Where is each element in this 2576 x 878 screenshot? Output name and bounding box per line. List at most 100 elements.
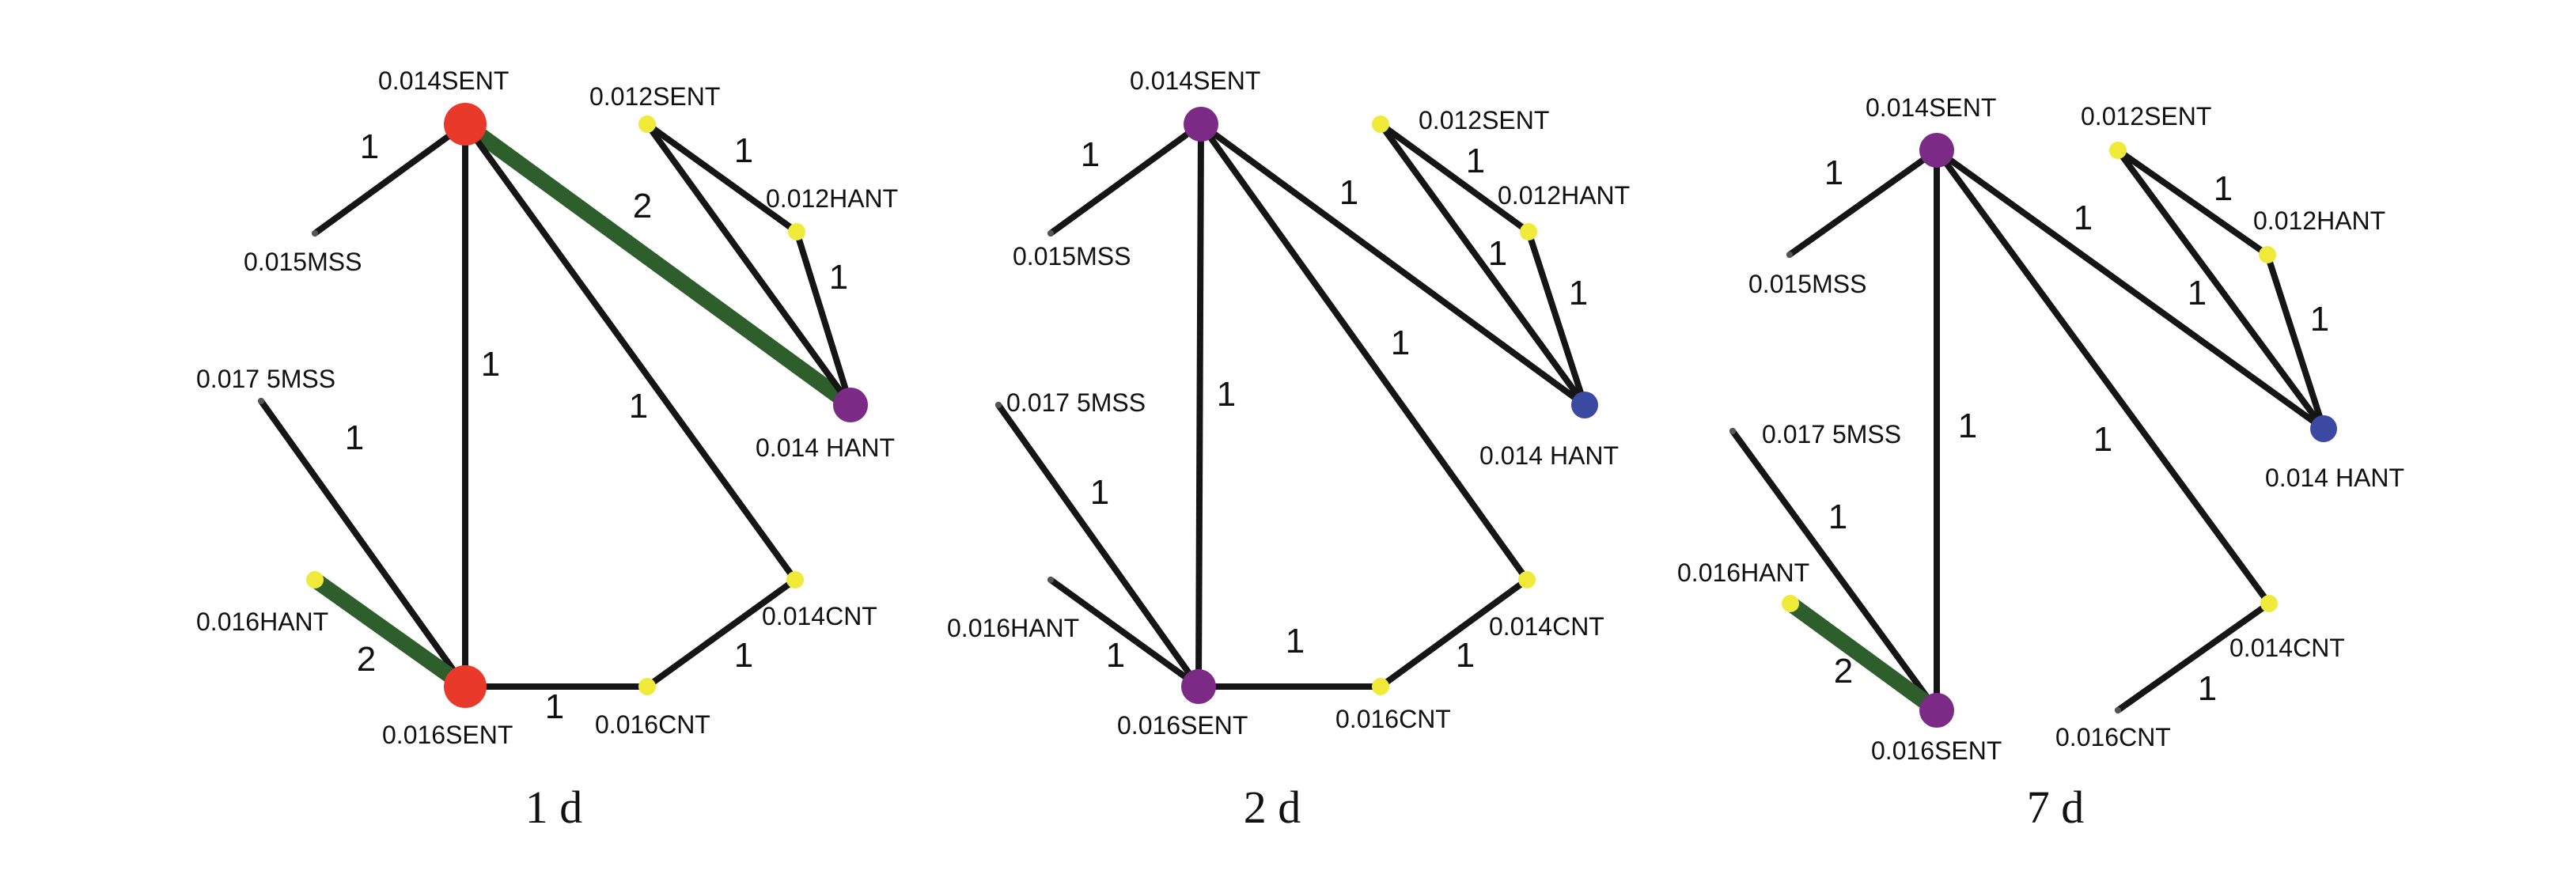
edge-HANT016-SENT016 bbox=[307, 572, 473, 694]
edge-HANT016-SENT016 bbox=[1047, 577, 1202, 690]
edge-SENT014-MSS015 bbox=[1047, 121, 1204, 237]
edge-weight-label: 1 bbox=[545, 687, 564, 726]
edge-weight-label: 1 bbox=[1106, 636, 1125, 675]
edge-weight-label: 1 bbox=[1456, 636, 1475, 675]
node-label-HANT014: 0.014 HANT bbox=[756, 433, 895, 462]
nodes bbox=[995, 107, 1598, 704]
edge-HANT016-SENT016 bbox=[1782, 596, 1945, 718]
node-CNT014 bbox=[786, 571, 804, 588]
node-SENT014 bbox=[444, 103, 487, 146]
edge-weight-label: 1 bbox=[2214, 169, 2233, 208]
panel-title: 7 d bbox=[2027, 781, 2085, 833]
edge-weight-label: 1 bbox=[481, 345, 500, 384]
node-HANT014 bbox=[833, 388, 868, 422]
edge-weight-label: 1 bbox=[1391, 324, 1410, 362]
node-HANT016 bbox=[306, 571, 324, 588]
node-SENT016 bbox=[1919, 693, 1954, 728]
edge-weight-label: 1 bbox=[2188, 274, 2207, 312]
node-label-SENT014: 0.014SENT bbox=[378, 66, 509, 95]
edge-HANT012-HANT014 bbox=[2264, 252, 2327, 432]
edge-weight-label: 1 bbox=[2074, 199, 2093, 237]
node-MSS015 bbox=[1047, 230, 1054, 237]
edge-weight-label: 2 bbox=[633, 187, 652, 225]
node-label-HANT012: 0.012HANT bbox=[766, 184, 898, 213]
node-MSS015 bbox=[312, 230, 318, 237]
node-label-SENT016: 0.016SENT bbox=[382, 721, 513, 749]
nodes bbox=[1729, 133, 2337, 728]
node-HANT014 bbox=[2310, 415, 2337, 442]
edge-weight-label: 1 bbox=[829, 258, 848, 297]
edge-weight-label: 1 bbox=[1828, 498, 1847, 536]
edge-SENT012-HANT012 bbox=[1377, 121, 1532, 235]
edge-weight-label: 1 bbox=[2198, 669, 2217, 708]
node-label-CNT016: 0.016CNT bbox=[2055, 723, 2171, 751]
node-label-HANT012: 0.012HANT bbox=[1498, 181, 1630, 210]
edge-SENT014-CNT014 bbox=[462, 121, 798, 583]
node-label-SENT012: 0.012SENT bbox=[2081, 102, 2211, 131]
node-SENT012 bbox=[2109, 142, 2127, 159]
edge-weight-label: 1 bbox=[1090, 473, 1109, 512]
node-label-CNT014: 0.014CNT bbox=[2229, 634, 2345, 662]
edge-weight-label: 1 bbox=[1217, 375, 1236, 414]
edge-HANT012-HANT014 bbox=[794, 229, 854, 408]
edge-SENT012-HANT014 bbox=[644, 121, 854, 408]
edge-weight-label: 1 bbox=[345, 418, 364, 457]
edge-weight-label: 1 bbox=[1466, 142, 1485, 180]
panel-1d: 12111112110.014SENT0.012SENT0.012HANT0.0… bbox=[196, 66, 898, 833]
node-SENT012 bbox=[638, 115, 656, 133]
node-label-HANT012: 0.012HANT bbox=[2253, 206, 2385, 235]
edges bbox=[995, 121, 1588, 690]
edge-weight-label: 1 bbox=[629, 387, 648, 426]
edge-SENT014-CNT014 bbox=[1934, 147, 2272, 607]
node-CNT016 bbox=[2115, 707, 2121, 713]
node-SENT014 bbox=[1184, 107, 1218, 142]
edge-CNT016-CNT014 bbox=[1377, 577, 1530, 690]
edge-weight-label: 1 bbox=[1081, 135, 1100, 174]
edge-weight-label: 2 bbox=[357, 640, 376, 679]
edge-SENT014-HANT014 bbox=[1198, 121, 1588, 408]
node-SENT014 bbox=[1919, 133, 1954, 168]
edge-HANT012-HANT014 bbox=[1525, 229, 1588, 408]
node-label-CNT014: 0.014CNT bbox=[762, 602, 877, 630]
node-HANT016 bbox=[1782, 595, 1799, 612]
nodes bbox=[258, 103, 868, 708]
node-label-HANT014: 0.014 HANT bbox=[1479, 441, 1619, 470]
edge-weight-label: 1 bbox=[1569, 274, 1588, 312]
node-SENT012 bbox=[1372, 115, 1389, 133]
node-label-MSS0175: 0.017 5MSS bbox=[1006, 388, 1146, 417]
edge-MSS0175-SENT016 bbox=[1729, 428, 1940, 713]
node-MSS0175 bbox=[1729, 428, 1736, 434]
node-label-SENT016: 0.016SENT bbox=[1871, 736, 2002, 765]
edge-weight-label: 1 bbox=[1286, 622, 1305, 660]
node-label-MSS0175: 0.017 5MSS bbox=[196, 365, 335, 393]
node-label-SENT012: 0.012SENT bbox=[589, 82, 720, 111]
edge-SENT014-MSS015 bbox=[1786, 147, 1940, 258]
node-label-SENT014: 0.014SENT bbox=[1130, 66, 1260, 95]
node-label-CNT016: 0.016CNT bbox=[595, 710, 710, 739]
edge-weight-label: 1 bbox=[1958, 407, 1977, 445]
edge-weight-label: 1 bbox=[2093, 420, 2112, 459]
node-label-HANT016: 0.016HANT bbox=[1677, 558, 1809, 587]
node-HANT012 bbox=[788, 223, 805, 240]
edge-SENT014-SENT016 bbox=[1195, 121, 1204, 690]
node-label-MSS015: 0.015MSS bbox=[1748, 270, 1866, 298]
node-label-MSS015: 0.015MSS bbox=[244, 248, 362, 276]
edge-MSS0175-SENT016 bbox=[258, 398, 468, 690]
node-label-CNT014: 0.014CNT bbox=[1489, 612, 1604, 641]
node-HANT012 bbox=[1520, 223, 1537, 240]
edge-weight-label: 1 bbox=[360, 127, 379, 166]
node-HANT012 bbox=[2259, 246, 2276, 263]
node-MSS015 bbox=[1786, 252, 1793, 258]
edge-SENT014-MSS015 bbox=[312, 121, 468, 237]
node-label-HANT016: 0.016HANT bbox=[947, 614, 1079, 642]
node-MSS0175 bbox=[258, 398, 264, 404]
node-CNT014 bbox=[2260, 595, 2278, 612]
node-SENT016 bbox=[444, 665, 487, 708]
edges bbox=[1729, 147, 2327, 718]
node-label-SENT016: 0.016SENT bbox=[1117, 711, 1248, 740]
edge-SENT012-HANT012 bbox=[2115, 147, 2271, 258]
edge-weight-label: 1 bbox=[1339, 173, 1358, 212]
panel-title: 1 d bbox=[525, 781, 583, 833]
